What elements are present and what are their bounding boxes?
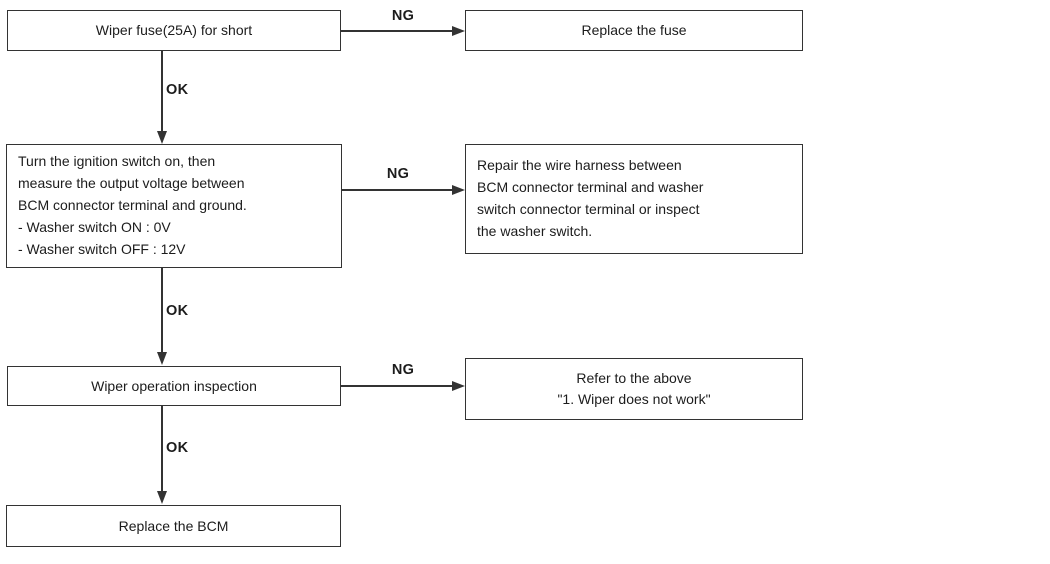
arrowhead-right-icon xyxy=(452,26,465,36)
connector-line-ok-1 xyxy=(161,51,163,132)
flow-box-refer-above: Refer to the above "1. Wiper does not wo… xyxy=(465,358,803,420)
flow-box-line: Turn the ignition switch on, then xyxy=(18,153,216,169)
ok-label-1: OK xyxy=(166,82,189,98)
flow-box-label: Replace the fuse xyxy=(581,22,687,38)
arrowhead-right-icon xyxy=(452,381,465,391)
flow-box-label: Replace the BCM xyxy=(118,517,229,534)
flow-box-label: Wiper operation inspection xyxy=(91,377,257,394)
flow-box-line: - Washer switch OFF : 12V xyxy=(18,241,186,257)
arrowhead-down-icon xyxy=(157,491,167,504)
flow-box-repair-harness: Repair the wire harness between BCM conn… xyxy=(465,144,803,254)
flow-box-line: the washer switch. xyxy=(477,223,593,239)
flow-box-line: - Washer switch ON : 0V xyxy=(18,219,171,235)
flow-box-replace-bcm: Replace the BCM xyxy=(6,505,341,547)
arrowhead-down-icon xyxy=(157,352,167,365)
flow-box-wiper-fuse-check: Wiper fuse(25A) for short xyxy=(7,10,341,51)
ng-label-3: NG xyxy=(391,362,415,378)
flow-box-wiper-operation-inspection: Wiper operation inspection xyxy=(7,366,341,406)
ng-label-2: NG xyxy=(386,166,410,182)
flow-box-line: Refer to the above xyxy=(576,370,692,386)
flow-box-line: switch connector terminal or inspect xyxy=(477,201,700,217)
flow-box-line: BCM connector terminal and ground. xyxy=(18,197,247,213)
flow-box-replace-fuse: Replace the fuse xyxy=(465,10,803,51)
connector-line-ng-1 xyxy=(341,30,453,32)
flow-box-line: measure the output voltage between xyxy=(18,175,245,191)
flow-box-line: Repair the wire harness between xyxy=(477,157,682,173)
flow-box-line: BCM connector terminal and washer xyxy=(477,179,704,195)
flow-box-line: "1. Wiper does not work" xyxy=(557,391,711,407)
arrowhead-right-icon xyxy=(452,185,465,195)
connector-line-ok-3 xyxy=(161,406,163,492)
connector-line-ng-2 xyxy=(342,189,453,191)
connector-line-ng-3 xyxy=(341,385,453,387)
flow-box-voltage-measure: Turn the ignition switch on, then measur… xyxy=(6,144,342,268)
connector-line-ok-2 xyxy=(161,268,163,353)
ng-label-1: NG xyxy=(391,8,415,24)
ok-label-3: OK xyxy=(166,440,189,456)
flow-box-label: Wiper fuse(25A) for short xyxy=(95,22,253,38)
ok-label-2: OK xyxy=(166,303,189,319)
arrowhead-down-icon xyxy=(157,131,167,144)
